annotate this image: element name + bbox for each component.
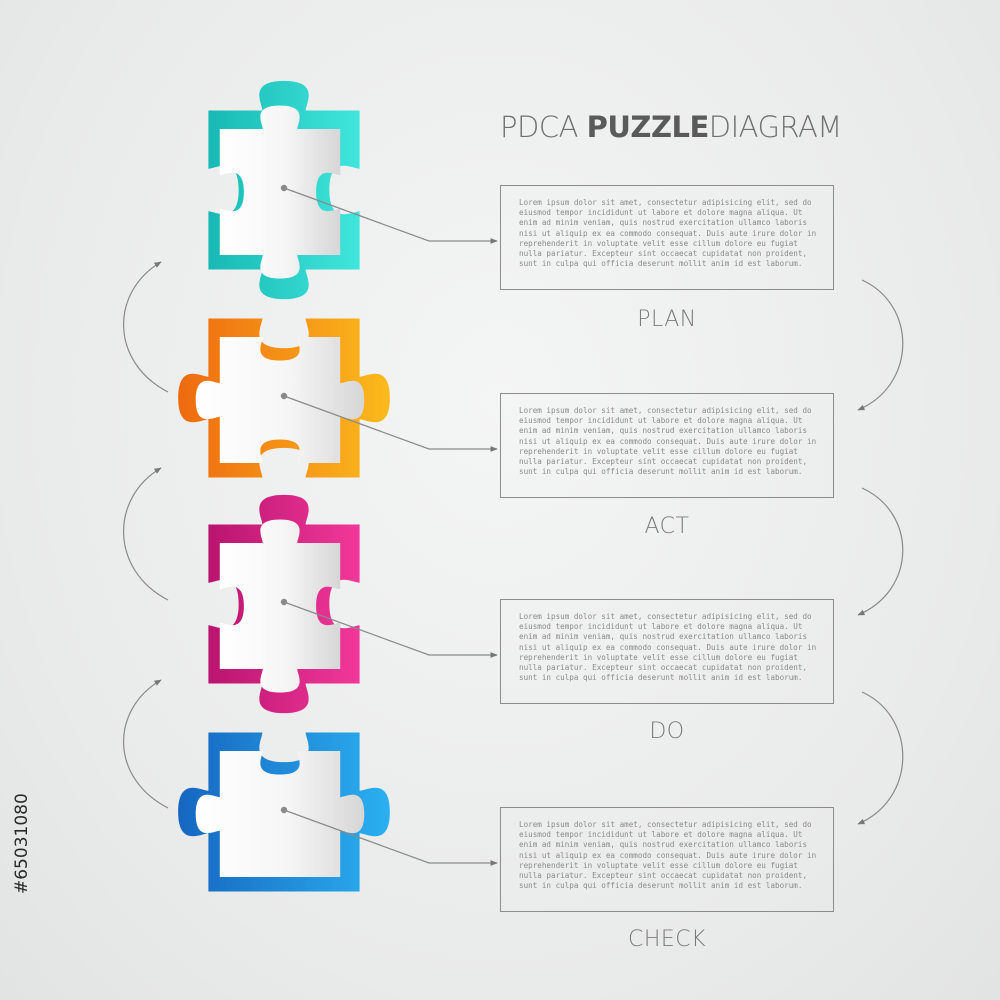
title-bold: PUZZLE bbox=[586, 110, 710, 144]
left-cycle-arrow-1 bbox=[123, 261, 169, 393]
stock-id: #65031080 bbox=[12, 793, 32, 894]
right-cycle-arrow-1 bbox=[857, 279, 904, 411]
right-cycle-arrow-2 bbox=[857, 487, 904, 616]
title-prefix: PDCA bbox=[500, 110, 578, 144]
puzzle-pieces bbox=[178, 80, 390, 892]
plan-description: Lorem ipsum dolor sit amet, consectetur … bbox=[519, 198, 817, 269]
act-text-box: Lorem ipsum dolor sit amet, consectetur … bbox=[500, 393, 834, 498]
check-label: CHECK bbox=[627, 927, 707, 952]
act-label: ACT bbox=[644, 514, 690, 539]
left-cycle-arrow-2 bbox=[123, 467, 169, 601]
act-connector bbox=[283, 395, 498, 452]
do-puzzle-piece bbox=[208, 494, 360, 714]
cycle-arrows bbox=[123, 261, 904, 825]
do-connector bbox=[283, 601, 498, 658]
check-connector bbox=[283, 809, 498, 866]
connector-lines bbox=[283, 187, 498, 866]
do-text-box: Lorem ipsum dolor sit amet, consectetur … bbox=[500, 599, 834, 704]
piece-paper bbox=[195, 337, 365, 463]
piece-paper bbox=[195, 751, 365, 877]
plan-text-box: Lorem ipsum dolor sit amet, consectetur … bbox=[500, 185, 834, 290]
act-puzzle-piece bbox=[178, 318, 390, 478]
diagram-title: PDCA PUZZLEDIAGRAM bbox=[500, 110, 880, 150]
check-text-box: Lorem ipsum dolor sit amet, consectetur … bbox=[500, 807, 834, 912]
piece-paper bbox=[219, 105, 341, 279]
plan-puzzle-piece bbox=[208, 80, 360, 300]
do-description: Lorem ipsum dolor sit amet, consectetur … bbox=[519, 612, 817, 683]
plan-label: PLAN bbox=[637, 307, 697, 332]
left-cycle-arrow-3 bbox=[123, 679, 169, 809]
check-puzzle-piece bbox=[178, 732, 390, 892]
piece-paper bbox=[219, 519, 341, 693]
right-cycle-arrow-3 bbox=[857, 691, 904, 825]
plan-connector bbox=[283, 187, 498, 244]
do-label: DO bbox=[649, 719, 685, 744]
check-description: Lorem ipsum dolor sit amet, consectetur … bbox=[519, 820, 817, 891]
act-description: Lorem ipsum dolor sit amet, consectetur … bbox=[519, 406, 817, 477]
stock-id-watermark: #65031080 bbox=[10, 770, 32, 990]
title-suffix: DIAGRAM bbox=[708, 110, 843, 144]
